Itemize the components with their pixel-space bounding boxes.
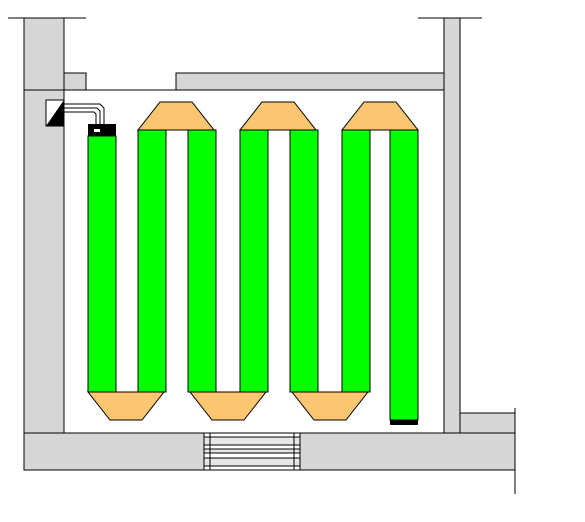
pipe-run-5 xyxy=(289,129,319,393)
pipe-system xyxy=(86,101,420,425)
left-wall-lower xyxy=(23,89,65,434)
pipe-run-1 xyxy=(87,135,117,393)
floor-right-extension xyxy=(459,412,516,434)
left-wall-upper xyxy=(23,17,65,91)
threshold xyxy=(203,432,301,471)
wall-outline-lines xyxy=(8,17,516,494)
pipe-run-3 xyxy=(187,129,217,393)
triangle-sensor-icon xyxy=(45,99,105,127)
top-wall xyxy=(175,72,445,91)
inlet-cap xyxy=(88,124,116,136)
end-cap-icon xyxy=(390,420,418,425)
pipe-run-6 xyxy=(341,129,371,393)
pipe-run-2 xyxy=(137,129,167,393)
floor-right xyxy=(299,432,516,471)
pipe-run-7 xyxy=(389,129,419,421)
floor-left xyxy=(23,432,205,471)
left-wall-step xyxy=(63,72,87,91)
pipe-run-4 xyxy=(239,129,269,393)
right-wall xyxy=(443,17,461,434)
